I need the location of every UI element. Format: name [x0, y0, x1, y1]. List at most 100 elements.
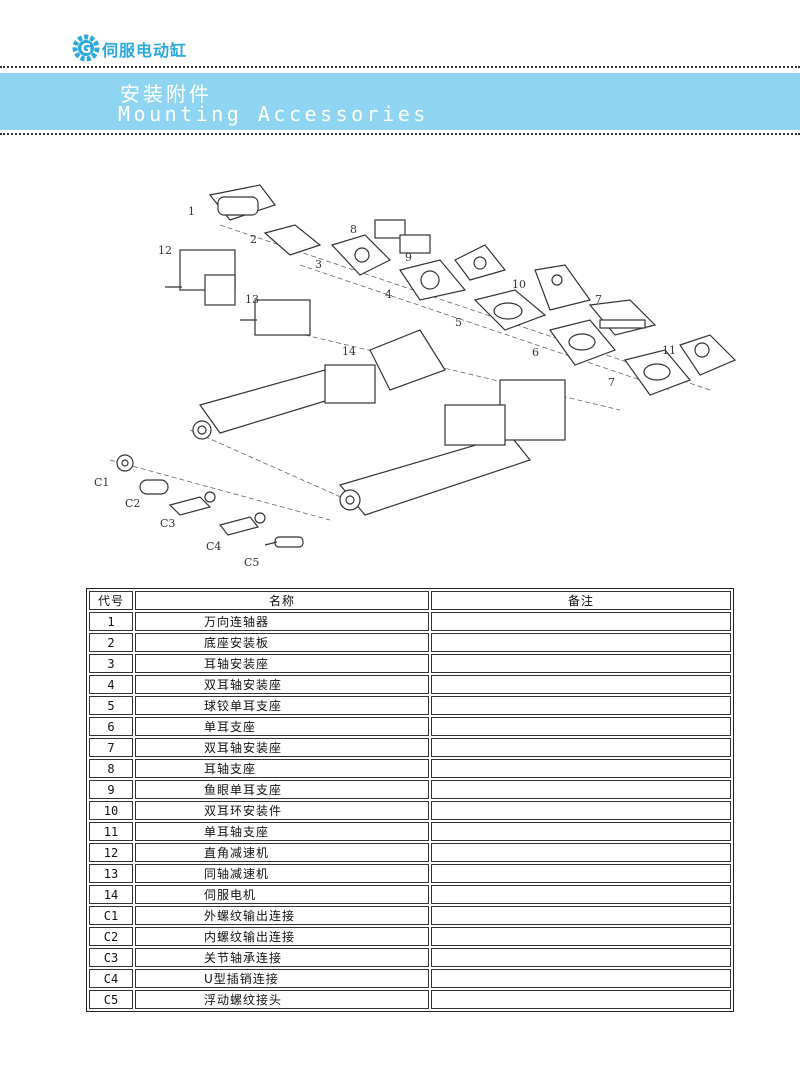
cell-note — [431, 780, 731, 799]
title-band — [0, 73, 800, 130]
gear-logo-icon: G — [72, 34, 100, 62]
cell-note — [431, 969, 731, 988]
diagram-label: C4 — [206, 540, 221, 553]
cell-note — [431, 696, 731, 715]
cell-note — [431, 612, 731, 631]
cell-code: 7 — [89, 738, 133, 757]
brand-name: 伺服电动缸 — [102, 41, 188, 60]
cell-code: C1 — [89, 906, 133, 925]
cell-code: 12 — [89, 843, 133, 862]
header-divider — [0, 66, 800, 68]
svg-text:G: G — [81, 42, 92, 57]
cell-note — [431, 759, 731, 778]
cell-code: C5 — [89, 990, 133, 1009]
cell-name: 浮动螺纹接头 — [135, 990, 429, 1009]
diagram-label: 10 — [512, 278, 526, 291]
cell-note — [431, 738, 731, 757]
diagram-label: 9 — [405, 251, 412, 264]
cell-note — [431, 885, 731, 904]
cell-note — [431, 927, 731, 946]
cell-code: 13 — [89, 864, 133, 883]
cell-name: 耳轴安装座 — [135, 654, 429, 673]
cell-code: 6 — [89, 717, 133, 736]
diagram-label: 8 — [350, 223, 357, 236]
cell-code: 8 — [89, 759, 133, 778]
accessories-diagram: 1 2 3 4 5 6 7 8 9 10 7 11 12 13 14 C1 C2… — [70, 175, 750, 575]
diagram-label: 14 — [342, 345, 356, 358]
cell-name: 鱼眼单耳支座 — [135, 780, 429, 799]
page-title-en: Mounting Accessories — [118, 102, 429, 126]
cell-name: 双耳轴安装座 — [135, 738, 429, 757]
cell-name: 球铰单耳支座 — [135, 696, 429, 715]
header-code: 代号 — [89, 591, 133, 610]
cell-name: 单耳轴支座 — [135, 822, 429, 841]
cell-code: 3 — [89, 654, 133, 673]
page-title-cn: 安装附件 — [120, 82, 212, 106]
cell-name: 外螺纹输出连接 — [135, 906, 429, 925]
cell-name: 万向连轴器 — [135, 612, 429, 631]
cell-name: 单耳支座 — [135, 717, 429, 736]
diagram-label: C2 — [125, 497, 140, 510]
table-header-row: 代号 名称 备注 — [89, 591, 731, 610]
cell-note — [431, 633, 731, 652]
diagram-label: 13 — [245, 293, 259, 306]
cell-code: 2 — [89, 633, 133, 652]
cell-name: 关节轴承连接 — [135, 948, 429, 967]
cell-code: 1 — [89, 612, 133, 631]
diagram-label: 4 — [385, 288, 392, 301]
exploded-view-drawing: 1 2 3 4 5 6 7 8 9 10 7 11 12 13 14 C1 C2… — [94, 184, 737, 569]
diagram-label: 6 — [532, 346, 539, 359]
cell-note — [431, 843, 731, 862]
cell-note — [431, 990, 731, 1009]
diagram-label: 7 — [595, 293, 602, 306]
cell-code: C4 — [89, 969, 133, 988]
diagram-label: C1 — [94, 476, 109, 489]
cell-note — [431, 864, 731, 883]
diagram-label: C3 — [160, 517, 175, 530]
diagram-label: C5 — [244, 556, 259, 569]
cell-code: C3 — [89, 948, 133, 967]
cell-code: 10 — [89, 801, 133, 820]
cell-name: 耳轴支座 — [135, 759, 429, 778]
cell-code: 4 — [89, 675, 133, 694]
diagram-label: 5 — [455, 316, 462, 329]
header-note: 备注 — [431, 591, 731, 610]
cell-name: 底座安装板 — [135, 633, 429, 652]
cell-code: 9 — [89, 780, 133, 799]
cell-note — [431, 801, 731, 820]
cell-note — [431, 906, 731, 925]
cell-name: 同轴减速机 — [135, 864, 429, 883]
diagram-label: 1 — [188, 205, 195, 218]
diagram-label: 12 — [158, 244, 172, 257]
band-divider — [0, 133, 800, 135]
header-name: 名称 — [135, 591, 429, 610]
cell-note — [431, 654, 731, 673]
cell-note — [431, 675, 731, 694]
cell-code: 14 — [89, 885, 133, 904]
cell-note — [431, 717, 731, 736]
diagram-label: 3 — [315, 258, 322, 271]
cell-note — [431, 822, 731, 841]
diagram-label: 7 — [608, 376, 615, 389]
cell-name: 直角减速机 — [135, 843, 429, 862]
cell-name: 内螺纹输出连接 — [135, 927, 429, 946]
brand-logo: G 伺服电动缸 — [72, 34, 212, 62]
cell-name: U型插销连接 — [135, 969, 429, 988]
cell-name: 伺服电机 — [135, 885, 429, 904]
cell-name: 双耳轴安装座 — [135, 675, 429, 694]
